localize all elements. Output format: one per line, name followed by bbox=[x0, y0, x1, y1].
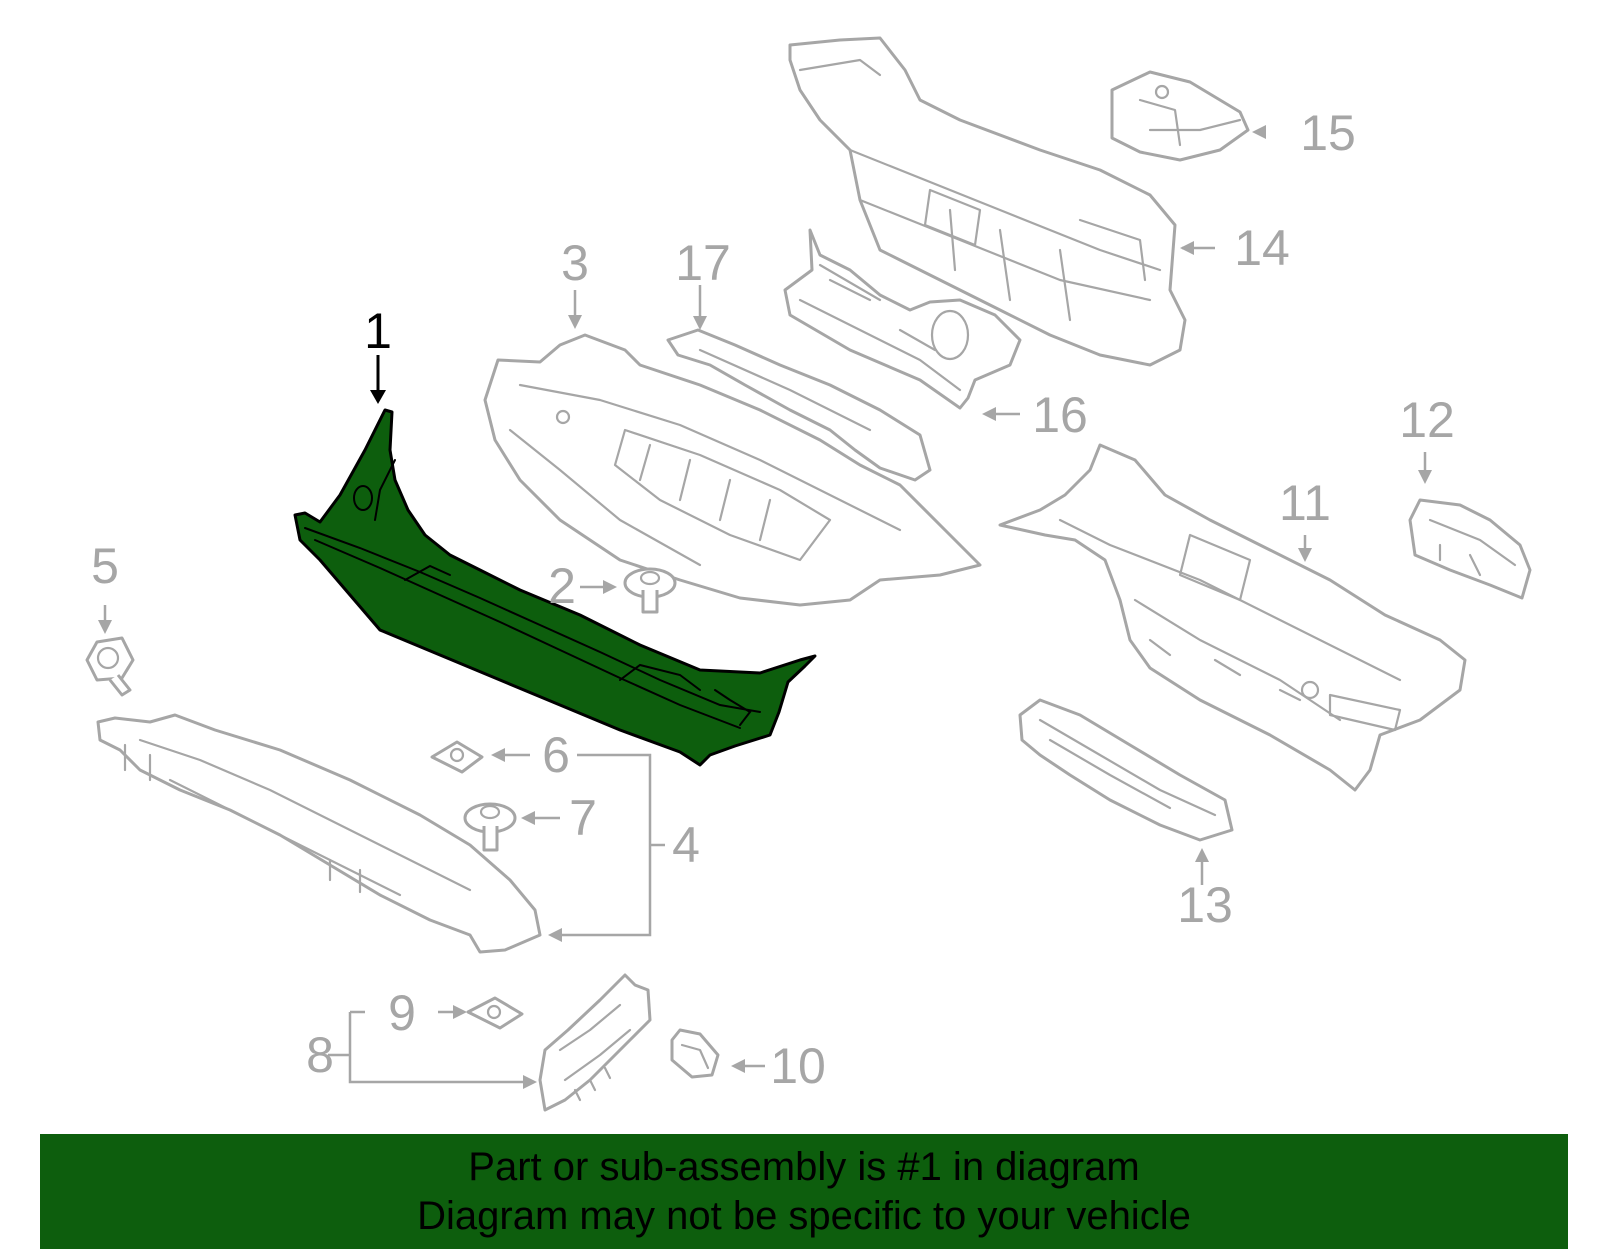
callout-9[interactable]: 9 bbox=[388, 985, 416, 1041]
callout-11[interactable]: 11 bbox=[1279, 475, 1331, 531]
part-8-bracket[interactable] bbox=[538, 973, 652, 1112]
part-14-dash-panel[interactable] bbox=[788, 36, 1187, 367]
callout-10[interactable]: 10 bbox=[770, 1038, 826, 1094]
part-1-cowl-vent-panel[interactable] bbox=[293, 408, 817, 767]
callout-3[interactable]: 3 bbox=[561, 235, 589, 291]
part-11-floor-panel[interactable] bbox=[998, 443, 1467, 792]
callout-6[interactable]: 6 bbox=[542, 727, 570, 783]
part-2-fastener[interactable] bbox=[623, 567, 677, 614]
info-banner: Part or sub-assembly is #1 in diagram Di… bbox=[40, 1134, 1568, 1249]
callout-5[interactable]: 5 bbox=[91, 538, 119, 594]
callout-8[interactable]: 8 bbox=[306, 1027, 334, 1083]
part-15-bracket[interactable] bbox=[1110, 70, 1250, 162]
part-16-reinforcement[interactable] bbox=[783, 228, 1022, 410]
callout-17[interactable]: 17 bbox=[675, 235, 731, 291]
callout-16[interactable]: 16 bbox=[1032, 387, 1088, 443]
banner-line-2: Diagram may not be specific to your vehi… bbox=[417, 1194, 1191, 1238]
banner-line-1: Part or sub-assembly is #1 in diagram bbox=[468, 1145, 1140, 1189]
callout-4[interactable]: 4 bbox=[672, 817, 700, 873]
part-5-fastener[interactable] bbox=[85, 636, 135, 697]
part-3-cowl-lower-panel[interactable] bbox=[483, 333, 982, 607]
callout-13[interactable]: 13 bbox=[1177, 877, 1233, 933]
arrowheads bbox=[98, 125, 1432, 1089]
callout-15[interactable]: 15 bbox=[1300, 105, 1356, 161]
callout-1-leader bbox=[370, 355, 386, 404]
part-4-plenum[interactable] bbox=[96, 713, 542, 954]
part-10-grommet[interactable] bbox=[670, 1028, 720, 1079]
part-6-clip[interactable] bbox=[430, 740, 484, 774]
part-12-bracket[interactable] bbox=[1408, 498, 1532, 600]
callout-2[interactable]: 2 bbox=[548, 558, 576, 614]
callout-12[interactable]: 12 bbox=[1399, 392, 1455, 448]
callout-7[interactable]: 7 bbox=[569, 790, 597, 846]
part-13-crossmember[interactable] bbox=[1018, 698, 1234, 842]
part-7-bolt[interactable] bbox=[463, 802, 517, 852]
callout-14[interactable]: 14 bbox=[1234, 220, 1290, 276]
part-17-shield[interactable] bbox=[666, 328, 932, 482]
part-9-clip[interactable] bbox=[466, 996, 524, 1030]
callout-1[interactable]: 1 bbox=[364, 303, 392, 359]
